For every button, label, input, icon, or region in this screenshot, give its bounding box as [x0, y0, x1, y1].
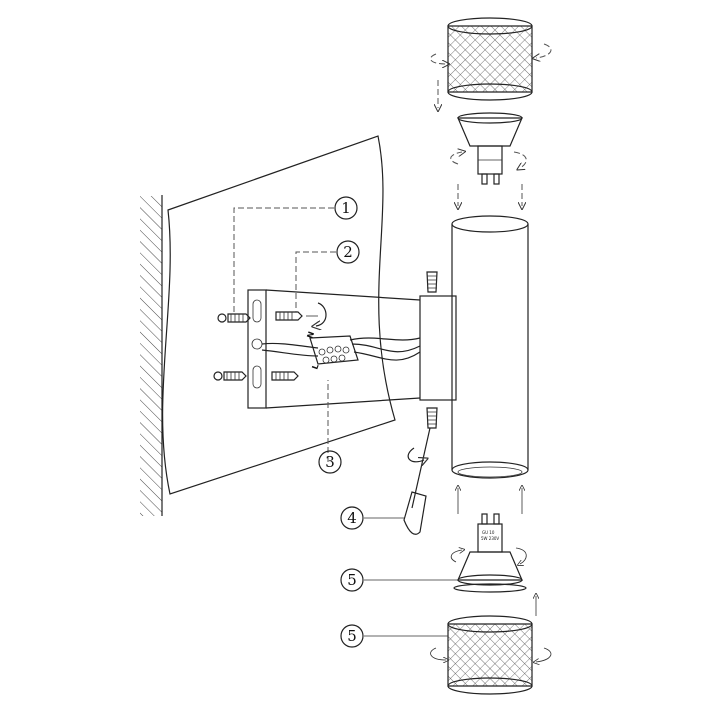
callout-3: 3	[318, 450, 342, 474]
insert-arrows-bottom	[458, 488, 522, 514]
terminal-label-neutral: N	[305, 330, 316, 339]
bottom-mesh-cover	[430, 615, 552, 695]
callout-5-cover-label: 5	[347, 627, 357, 645]
callout-2-label: 2	[343, 243, 353, 261]
screwdriver	[403, 427, 431, 535]
bulb-marking-line1: GU 10	[482, 530, 495, 535]
bottom-bulb: GU 10 5W 230V	[450, 513, 527, 586]
supply-wires	[261, 337, 421, 361]
callout-3-label: 3	[325, 453, 335, 471]
callout-5-bulb: 5	[340, 568, 364, 592]
body-screw-bottom	[426, 407, 438, 429]
bulb-marking-line2: 5W 230V	[481, 536, 499, 541]
top-mesh-cover	[430, 17, 552, 108]
bracket-screw-top	[275, 311, 303, 321]
callout-5-cover: 5	[340, 624, 364, 648]
bracket-screw-bottom	[271, 371, 299, 381]
callout-5-bulb-label: 5	[347, 571, 357, 589]
callout-4: 4	[340, 506, 364, 530]
wall-panel	[162, 135, 396, 495]
mounting-bracket	[247, 289, 421, 409]
wall-plug-top	[217, 313, 251, 323]
wall-plug-bottom	[213, 371, 247, 381]
terminal-block: N L	[305, 330, 359, 371]
callout-1: 1	[334, 196, 358, 220]
rotate-arrow-icon	[306, 302, 327, 326]
callout-1-label: 1	[341, 199, 351, 217]
bottom-retainer-ring	[453, 583, 536, 616]
wall	[140, 195, 163, 516]
callout-4-label: 4	[347, 509, 357, 527]
leader-lines	[233, 207, 460, 637]
terminal-label-live: L	[310, 363, 320, 371]
lamp-body	[419, 215, 529, 479]
body-screw-top	[426, 271, 438, 293]
callout-2: 2	[336, 240, 360, 264]
top-bulb	[450, 112, 527, 206]
